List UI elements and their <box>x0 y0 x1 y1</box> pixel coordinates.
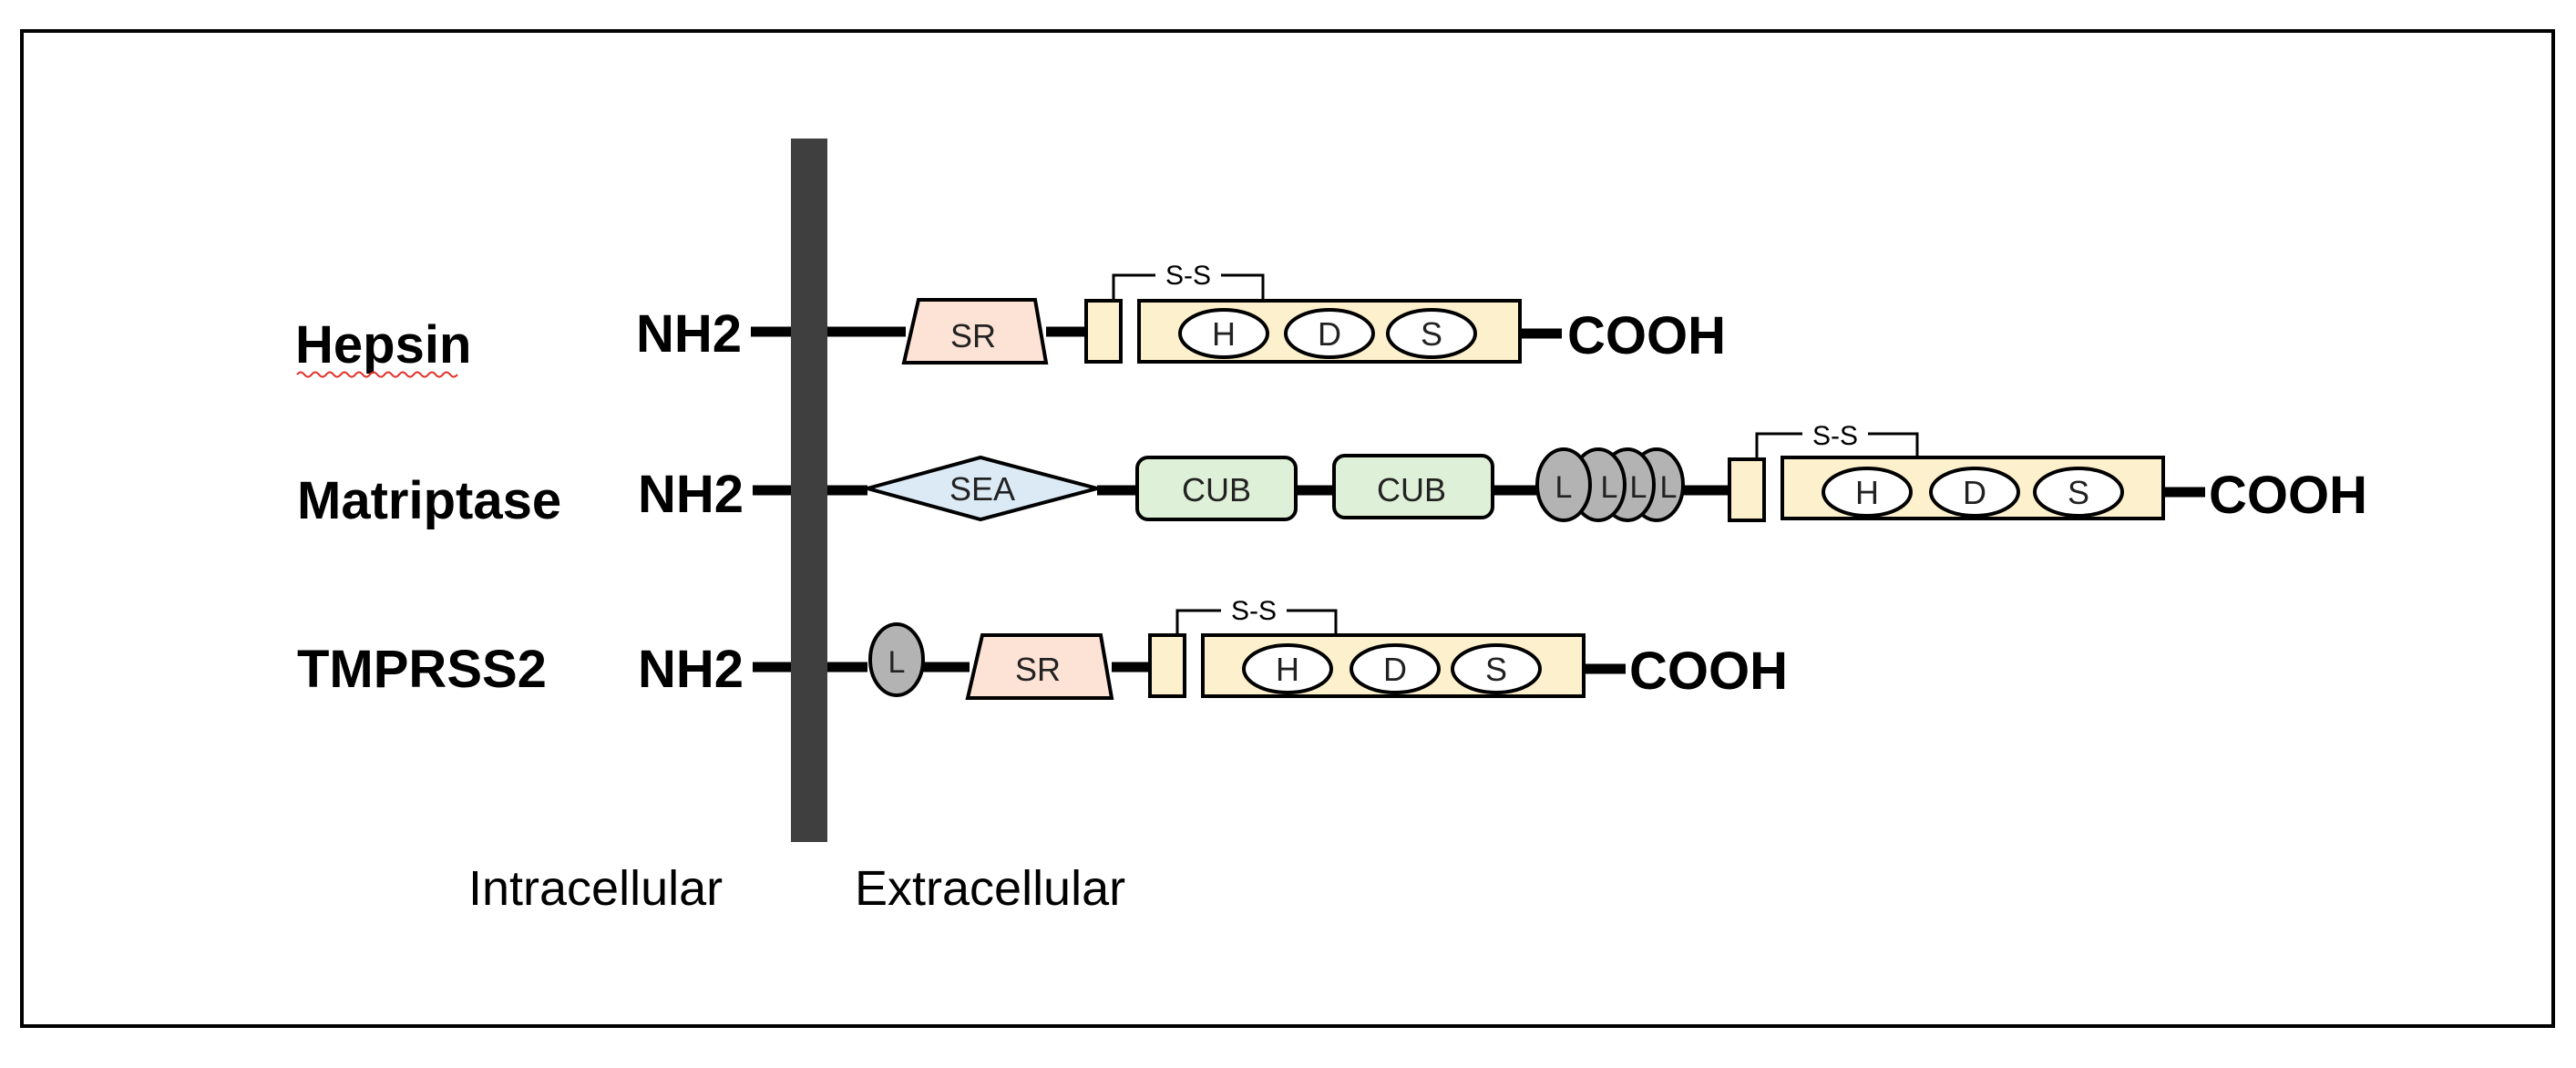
disulfide-label: S-S <box>1812 421 1858 451</box>
ldl-repeat-1 <box>1535 447 1592 522</box>
protein-name-hepsin: Hepsin <box>295 315 471 375</box>
catalytic-h-label: H <box>1276 651 1299 688</box>
tmprss2-row: TMPRSS2 NH2 L SR S-S H D S COOH <box>297 592 1788 701</box>
catalytic-aspartate <box>1350 643 1441 694</box>
catalytic-aspartate <box>1929 467 2020 518</box>
catalytic-serine <box>2033 467 2124 518</box>
catalytic-histidine <box>1822 467 1913 518</box>
catalytic-s-label: S <box>1421 315 1442 353</box>
catalytic-d-label: D <box>1383 651 1407 688</box>
catalytic-d-label: D <box>1963 474 1986 511</box>
figure-frame <box>20 29 2555 1028</box>
catalytic-aspartate <box>1284 308 1375 359</box>
extracellular-label: Extracellular <box>855 861 1125 916</box>
sr-domain-label: SR <box>950 317 996 354</box>
sr-domain <box>901 298 1049 365</box>
n-terminus-label: NH2 <box>636 304 742 364</box>
catalytic-h-label: H <box>1855 474 1879 511</box>
propeptide-block <box>1084 299 1123 364</box>
disulfide-label-bg <box>1802 417 1868 450</box>
catalytic-histidine <box>1242 643 1333 694</box>
ldl-repeat-4-label: L <box>1660 470 1678 505</box>
propeptide-block <box>1148 633 1186 698</box>
ldl-repeat-1-label: L <box>1555 470 1573 505</box>
disulfide-label-bg <box>1155 257 1221 290</box>
sr-domain-label: SR <box>1015 651 1061 688</box>
c-terminus-label: COOH <box>1567 306 1726 365</box>
spellcheck-underline <box>296 371 458 378</box>
c-terminus-label: COOH <box>2209 466 2367 525</box>
ldl-repeat <box>868 622 925 697</box>
disulfide-label: S-S <box>1231 596 1277 626</box>
ldl-repeat-2-label: L <box>1601 470 1618 505</box>
disulfide-label: S-S <box>1165 261 1211 291</box>
protein-name-matriptase: Matriptase <box>297 471 561 530</box>
propeptide-block <box>1728 457 1766 522</box>
cub-domain-2-label: CUB <box>1377 471 1446 508</box>
protein-name-tmprss2: TMPRSS2 <box>297 640 547 699</box>
cell-membrane <box>791 139 827 842</box>
catalytic-d-label: D <box>1318 315 1341 353</box>
sea-domain-label: SEA <box>949 470 1015 508</box>
ldl-repeat-label: L <box>888 645 906 680</box>
sr-domain <box>965 633 1114 700</box>
c-terminus-label: COOH <box>1629 642 1788 701</box>
catalytic-s-label: S <box>2068 474 2089 511</box>
matriptase-row: Matriptase NH2 SEA CUB CUB L L L L S-S H… <box>297 417 2367 530</box>
catalytic-s-label: S <box>1485 651 1507 688</box>
hepsin-row: Hepsin NH2 SR S-S H D S COOH <box>295 257 1726 378</box>
catalytic-h-label: H <box>1212 315 1236 353</box>
intracellular-label: Intracellular <box>468 861 723 916</box>
cub-domain-1-label: CUB <box>1182 471 1251 508</box>
ldl-repeat-3-label: L <box>1630 470 1647 505</box>
catalytic-serine <box>1386 308 1477 359</box>
n-terminus-label: NH2 <box>638 640 744 699</box>
catalytic-histidine <box>1178 308 1269 359</box>
n-terminus-label: NH2 <box>638 465 744 524</box>
disulfide-label-bg <box>1221 592 1287 625</box>
catalytic-serine <box>1451 643 1542 694</box>
